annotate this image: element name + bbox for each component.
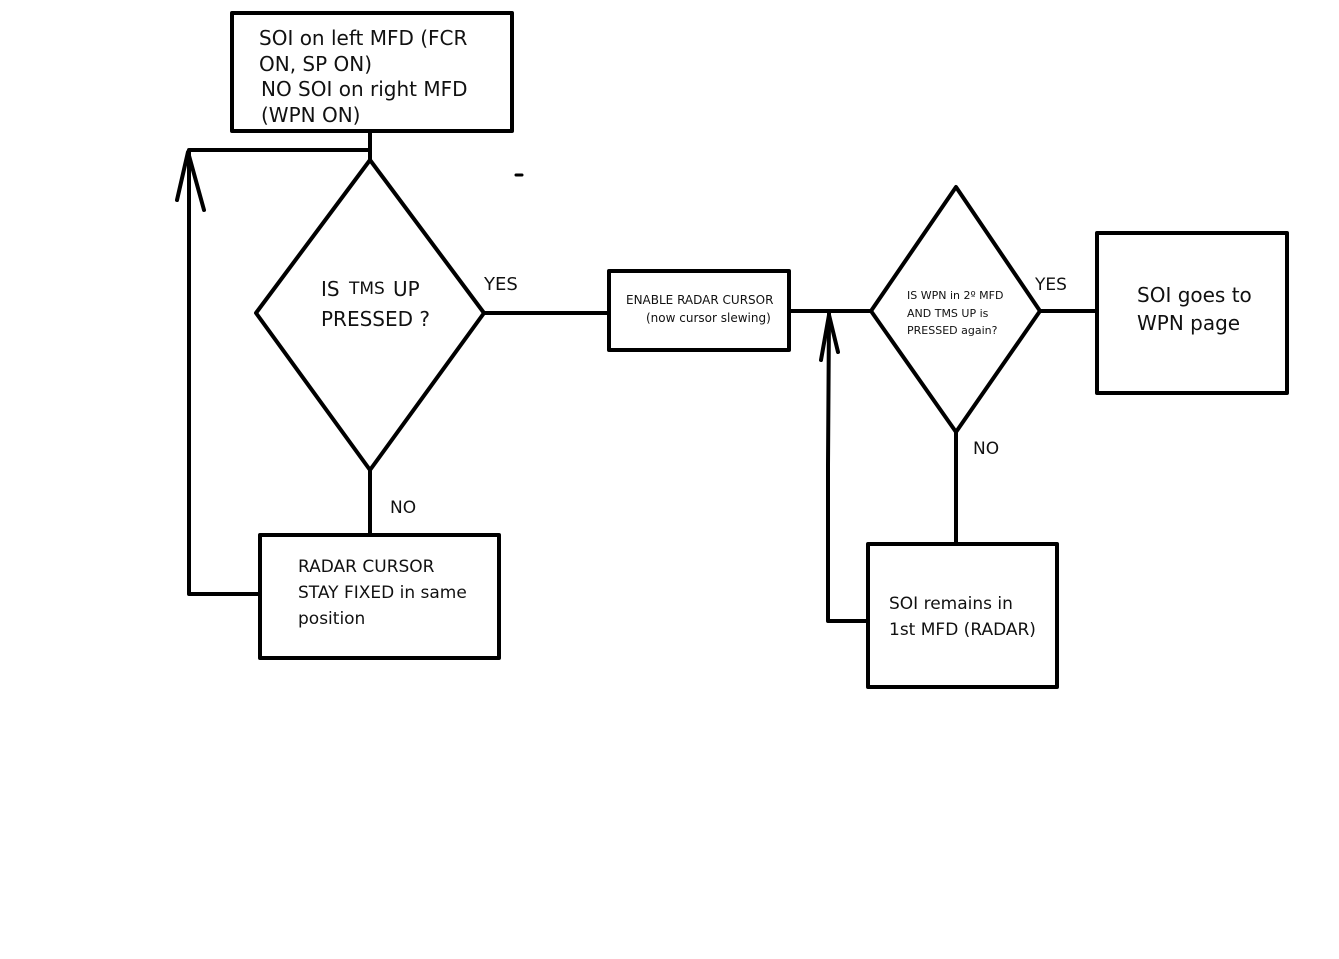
loop-arrowhead-2 [819, 313, 840, 362]
edge-label-yes-2: YES [1035, 275, 1067, 295]
decision-tms-label-is: IS [321, 277, 340, 301]
decision-tms-label-tms: TMS [349, 279, 385, 299]
loop-back-connector [187, 148, 372, 596]
start-box-text-soi-left: SOI on left MFD (FCR ON, SP ON) [259, 26, 468, 76]
enable-radar-cursor-text: ENABLE RADAR CURSOR [626, 293, 774, 307]
soi-remains-box [866, 542, 1059, 689]
radar-cursor-fixed-box [258, 533, 501, 660]
soi-remains-text: SOI remains in 1st MFD (RADAR) [889, 594, 1036, 640]
cursor-slewing-text: (now cursor slewing) [646, 311, 771, 325]
soi-wpn-page-box [1095, 231, 1289, 395]
decision-tms-label-up: UP [393, 277, 420, 301]
edge-label-no-1: NO [390, 498, 417, 518]
loop-back-connector-2 [826, 311, 870, 623]
loop-arrowhead [175, 150, 206, 212]
decision-tms-label-pressed: PRESSED ? [321, 307, 430, 331]
edge-label-no-2: NO [973, 439, 1000, 459]
start-box-text-no-soi-right: NO SOI on right MFD (WPN ON) [261, 77, 468, 127]
decision-wpn-text: IS WPN in 2º MFD AND TMS UP is PRESSED a… [907, 289, 1004, 338]
radar-cursor-fixed-text: RADAR CURSOR STAY FIXED in same position [298, 557, 467, 629]
edge-label-yes-1: YES [484, 274, 518, 295]
soi-wpn-page-text: SOI goes to WPN page [1137, 283, 1252, 335]
